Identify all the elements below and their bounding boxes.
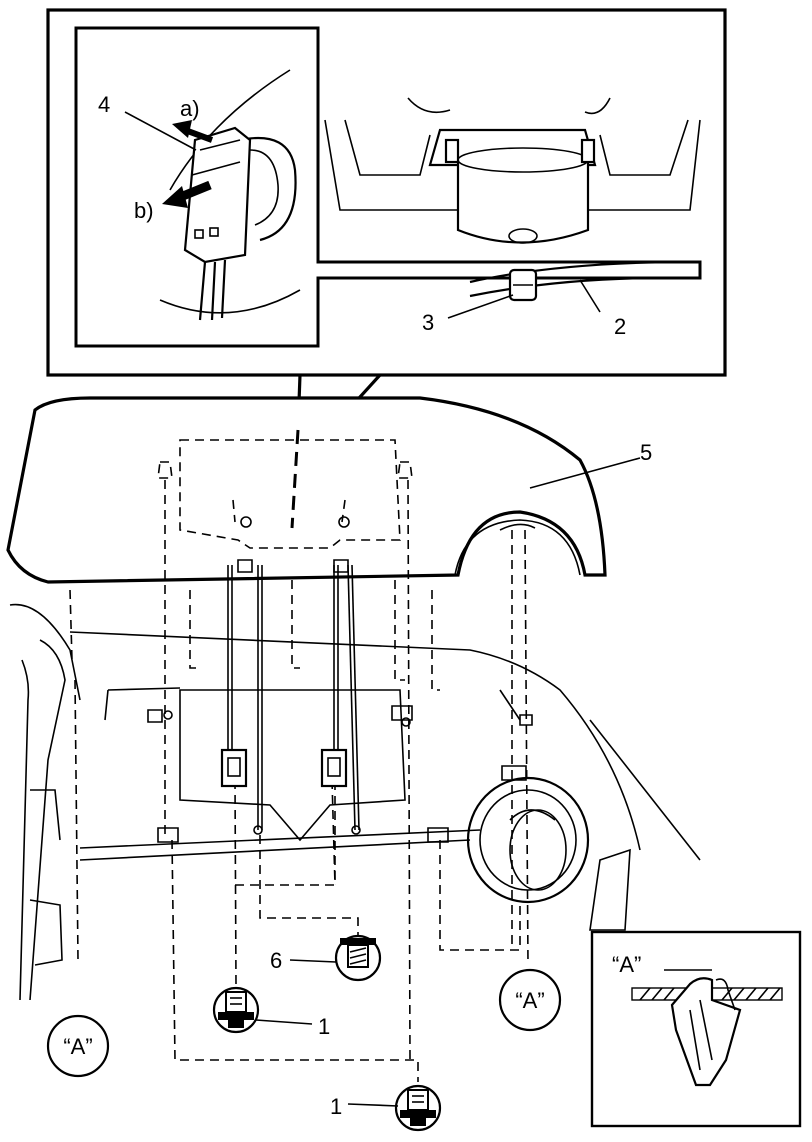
callout-6: 6 xyxy=(270,948,282,973)
connector-inset xyxy=(74,26,702,348)
callout-2: 2 xyxy=(614,314,626,339)
release-arrow-b xyxy=(162,180,212,208)
svg-text:“A”: “A” xyxy=(612,952,641,977)
callout-3: 3 xyxy=(422,310,434,335)
quarter-trim-panel-5 xyxy=(6,396,641,584)
connector-4 xyxy=(183,126,252,321)
rear-wiper-motor xyxy=(324,97,701,319)
bolt-icon xyxy=(394,1084,442,1132)
svg-text:“A”: “A” xyxy=(63,1034,92,1059)
callout-5: 5 xyxy=(640,440,652,465)
callout-step-a: a) xyxy=(180,96,200,121)
clip-detail-inset: “A” xyxy=(590,930,802,1128)
svg-text:“A”: “A” xyxy=(515,988,544,1013)
ref-a-center: “A” xyxy=(498,968,562,1032)
bolt-icon xyxy=(212,986,260,1034)
fastener-guide-lines xyxy=(69,479,533,1082)
release-arrow-a xyxy=(172,120,214,143)
ref-a-left: “A” xyxy=(46,1014,110,1078)
callout-step-b: b) xyxy=(134,198,154,223)
clip-icon xyxy=(147,559,533,843)
screw-icon xyxy=(334,934,382,982)
callout-4: 4 xyxy=(98,92,110,117)
callout-1-lower: 1 xyxy=(330,1094,342,1119)
callout-1-upper: 1 xyxy=(318,1014,330,1039)
vehicle-body xyxy=(9,603,701,1001)
